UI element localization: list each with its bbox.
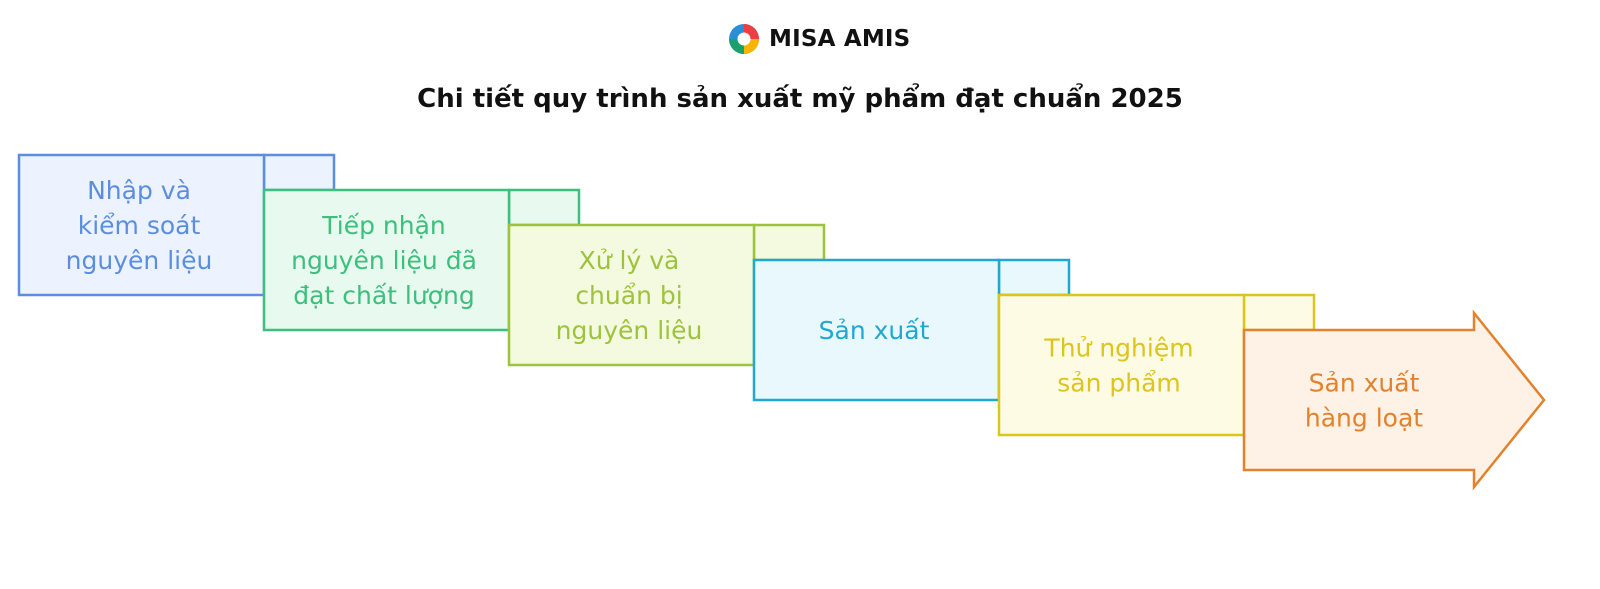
step-label-line: nguyên liệu đã [291,246,477,275]
step-box-4 [752,258,1001,402]
step-label-line: nguyên liệu [556,316,703,345]
brand-logo: MISA AMIS [727,22,910,56]
step-label-line: Sản xuất [1309,369,1420,398]
step-box-3 [507,223,756,367]
step-label-5: Thử nghiệm sản phẩm [1043,334,1193,398]
step-box-5 [997,293,1246,437]
step-label-line: sản phẩm [1057,369,1181,398]
step-label-2: Tiếp nhận nguyên liệu đã đạt chất lượng [291,211,477,310]
brand-name: MISA AMIS [769,26,911,52]
page-title: Chi tiết quy trình sản xuất mỹ phẩm đạt … [417,84,1183,114]
process-step-1: Nhập và kiểm soát nguyên liệu [17,153,336,297]
step-label-line: hàng loạt [1305,404,1423,433]
step-label-6: Sản xuất hàng loạt [1305,369,1423,433]
process-step-4: Sản xuất [752,258,1071,402]
step-label-line: Xử lý và [579,246,680,275]
step-label-line: Nhập và [87,176,191,205]
step-tab-5 [1242,293,1316,332]
step-label-line: Sản xuất [819,316,930,345]
step-label-4: Sản xuất [819,316,930,345]
step-label-line: đạt chất lượng [293,281,474,310]
step-label-3: Xử lý và chuẩn bị nguyên liệu [556,246,703,345]
process-step-2: Tiếp nhận nguyên liệu đã đạt chất lượng [262,188,581,332]
step-label-line: Tiếp nhận [321,211,446,240]
step-tab-1 [262,153,336,192]
step-label-1: Nhập và kiểm soát nguyên liệu [66,176,213,275]
step-tab-4 [997,258,1071,297]
step-box-1 [17,153,266,297]
step-label-line: nguyên liệu [66,246,213,275]
process-step-3: Xử lý và chuẩn bị nguyên liệu [507,223,826,367]
step-label-line: chuẩn bị [575,281,682,310]
process-step-6: Sản xuất hàng loạt [1242,309,1546,491]
step-tab-3 [752,223,826,262]
step-label-line: kiểm soát [78,211,201,240]
process-step-5: Thử nghiệm sản phẩm [997,293,1316,437]
misa-amis-swirl-icon [729,24,759,54]
step-tab-2 [507,188,581,227]
step-box-2 [262,188,511,332]
step-label-line: Thử nghiệm [1043,334,1193,363]
step-arrow-6 [1242,309,1546,491]
